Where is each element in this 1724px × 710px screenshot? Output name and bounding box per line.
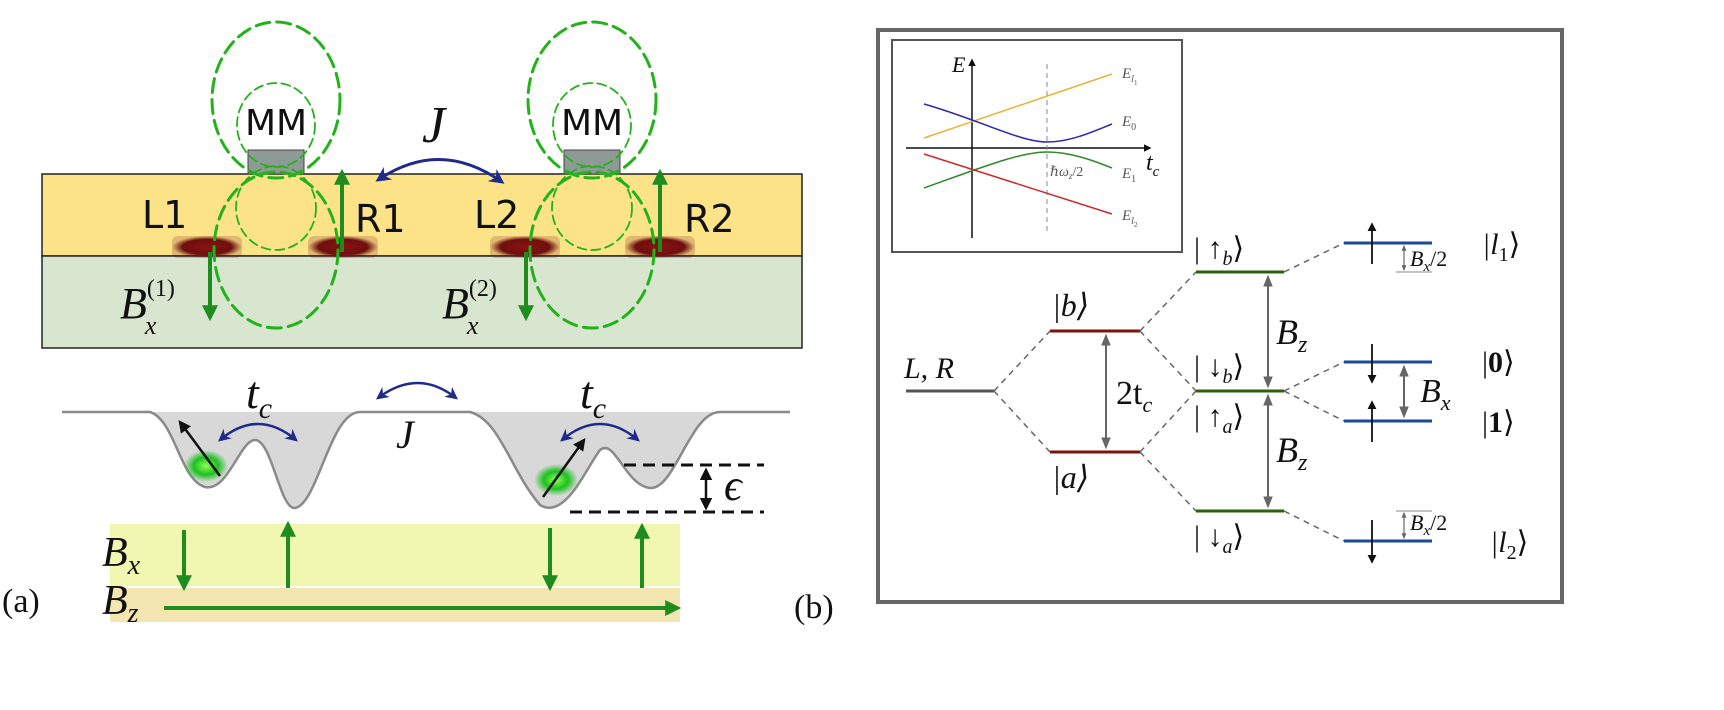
magnet-label-right: MM [561,103,623,144]
magnet-label-left: MM [245,103,307,144]
inset-axis-x-label: tc [1146,150,1160,180]
inset-curve-e0 [923,103,1113,143]
label-down-b: | ↓b⟩ [1194,350,1244,388]
label-ket-a: |a⟩ [1052,459,1089,495]
tunnel-arrow-left [218,422,298,442]
inset-label-el1: El1 [1121,66,1138,87]
panel-b-label: (b) [794,589,834,626]
inset-curve-el2 [923,153,1113,215]
exchange-arrow-upper [375,158,505,184]
label-l1: |l1⟩ [1482,228,1520,266]
panel-b: (b) E tc El1 E0 E1 El2 ℏωz/2 [794,28,1564,626]
potential-landscape [62,410,790,510]
field-label-1: B(1)x [120,276,175,340]
tunnel-arrow-right [560,422,640,442]
detuning-label: ϵ [724,461,744,510]
tunnel-label-right: tc [580,367,606,425]
inset-label-e1: E1 [1121,166,1136,185]
inset-curve-e1 [923,151,1113,189]
connector-b-downb [1139,330,1197,392]
label-bx: Bx [1420,373,1451,415]
bz-label: Bz [102,578,139,629]
field-line-inner-top-left [236,82,316,168]
connector-downa-l2 [1283,510,1345,542]
inset-label-el2: El2 [1121,208,1138,229]
inset-axis-y-label: E [951,52,966,77]
bx-label: Bx [102,530,141,581]
field-lines [210,20,658,330]
label-lr: L, R [903,352,954,385]
label-up-a: | ↑a⟩ [1194,400,1244,438]
label-bz-upper: Bz [1276,312,1308,358]
label-up-b: | ↑b⟩ [1194,232,1244,270]
connector-a-upa [1139,390,1197,453]
field-line-inner-bottom-left [235,165,317,251]
electron-left [184,450,228,482]
inset-label-e0: E0 [1121,114,1136,133]
spin-arrow-left [178,419,222,477]
field-line-inner-bottom-right [551,165,633,251]
label-bx-half-bottom: Bx/2 [1410,510,1447,539]
dot-label-l2: L2 [474,193,519,237]
panel-a-label: (a) [2,583,40,620]
connector-mid-one [1283,390,1345,422]
field-line-outer-bottom-left [212,170,340,330]
connector-lr-b [993,330,1051,392]
dot-l2 [490,236,560,258]
inset-plot: E tc El1 E0 E1 El2 ℏωz/2 [891,39,1183,253]
label-zero: |0⟩ [1482,346,1515,379]
label-one: |1⟩ [1482,406,1515,439]
label-ket-b: |b⟩ [1052,287,1089,323]
inset-curve-el1 [923,73,1113,139]
field-line-outer-top-left [210,20,342,180]
exchange-arrow-lower [375,381,458,400]
bx-band [110,524,680,586]
dot-label-r1: R1 [355,197,406,241]
tunnel-label-left: tc [246,367,272,425]
dot-l1 [172,236,242,258]
level-connectors [993,242,1345,542]
field-line-inner-top-right [552,82,632,168]
inset-frame [891,39,1183,253]
connector-a-downa [1139,451,1197,512]
dot-label-r2: R2 [684,197,735,241]
label-2tc: 2tc [1116,375,1152,417]
exchange-label-upper: J [422,97,448,154]
panel-a: J MM MM L1 R1 L2 R2 B(1)x B(2)x tc tc J … [2,20,803,629]
dot-label-l1: L1 [142,193,187,237]
connector-mid-zero [1283,361,1345,392]
bz-band [110,588,680,622]
exchange-label-lower: J [396,412,416,457]
label-down-a: | ↓a⟩ [1194,520,1244,558]
spin-arrow-right [541,437,586,498]
field-label-2: B(2)x [442,276,497,340]
panel-b-frame [876,28,1564,604]
connector-b-upb [1139,271,1197,332]
field-line-outer-bottom-right [528,170,656,330]
inset-label-hw: ℏωz/2 [1050,165,1083,181]
label-l2: |l2⟩ [1490,526,1528,564]
label-bx-half-top: Bx/2 [1410,246,1447,275]
connector-upb-l1 [1283,242,1345,273]
connector-lr-a [993,390,1051,453]
substrate-bottom-layer [41,255,803,349]
field-line-outer-top-right [526,20,658,180]
label-bz-lower: Bz [1276,430,1308,476]
